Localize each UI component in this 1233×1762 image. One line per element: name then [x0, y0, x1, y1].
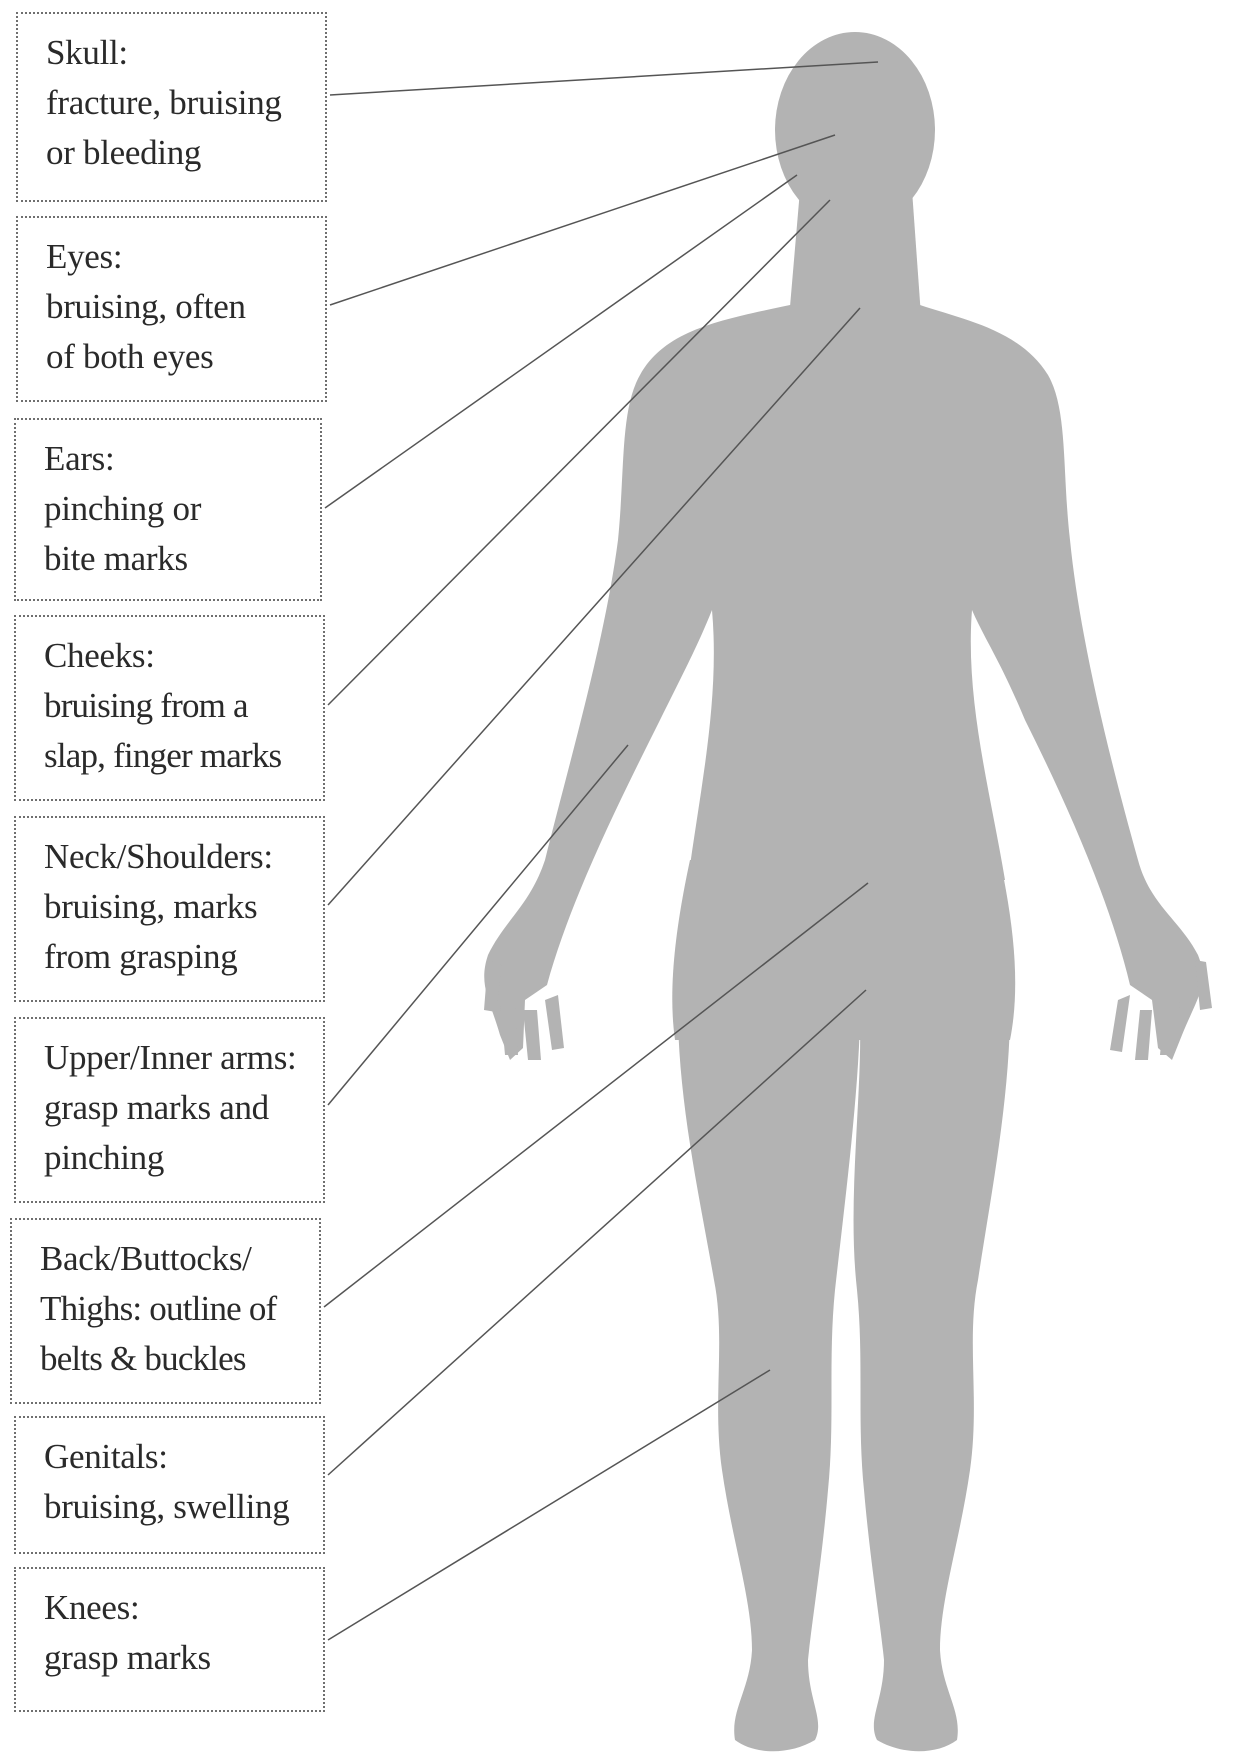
label-box-upper-inner-arms: Upper/Inner arms: grasp marks and pinchi… — [14, 1017, 325, 1203]
silhouette-left-leg — [678, 1020, 860, 1751]
label-box-ears: Ears: pinching or bite marks — [14, 418, 322, 601]
label-description: grasp marks and pinching — [44, 1083, 309, 1183]
label-description: grasp marks — [44, 1633, 309, 1683]
label-description: pinching or bite marks — [44, 484, 306, 584]
label-title: Knees: — [44, 1583, 309, 1633]
leader-line-upper-inner-arms — [328, 745, 628, 1105]
human-body-silhouette — [484, 32, 1212, 1751]
leader-line-knees — [328, 1370, 770, 1640]
silhouette-right-leg — [854, 1020, 1010, 1751]
label-title: Back/Buttocks/ — [40, 1234, 305, 1284]
label-box-neck-shoulders: Neck/Shoulders: bruising, marks from gra… — [14, 816, 325, 1002]
label-description: bruising from a slap, finger marks — [44, 681, 309, 781]
silhouette-pelvis — [672, 860, 1015, 1040]
label-description: Thighs: outline of belts & buckles — [40, 1284, 305, 1384]
label-title: Genitals: — [44, 1432, 309, 1482]
label-title: Skull: — [46, 28, 311, 78]
label-box-skull: Skull: fracture, bruising or bleeding — [16, 12, 327, 202]
label-box-eyes: Eyes: bruising, often of both eyes — [16, 216, 327, 402]
label-box-genitals: Genitals: bruising, swelling — [14, 1416, 325, 1554]
label-description: bruising, often of both eyes — [46, 282, 311, 382]
label-title: Eyes: — [46, 232, 311, 282]
label-title: Cheeks: — [44, 631, 309, 681]
label-description: bruising, marks from grasping — [44, 882, 309, 982]
label-title: Upper/Inner arms: — [44, 1033, 309, 1083]
label-title: Neck/Shoulders: — [44, 832, 309, 882]
label-box-knees: Knees: grasp marks — [14, 1567, 325, 1712]
label-description: bruising, swelling — [44, 1482, 309, 1532]
label-box-cheeks: Cheeks: bruising from a slap, finger mar… — [14, 615, 325, 801]
leader-line-eyes — [330, 135, 835, 305]
label-box-back-buttocks-thighs: Back/Buttocks/ Thighs: outline of belts … — [10, 1218, 321, 1404]
label-description: fracture, bruising or bleeding — [46, 78, 311, 178]
label-title: Ears: — [44, 434, 306, 484]
